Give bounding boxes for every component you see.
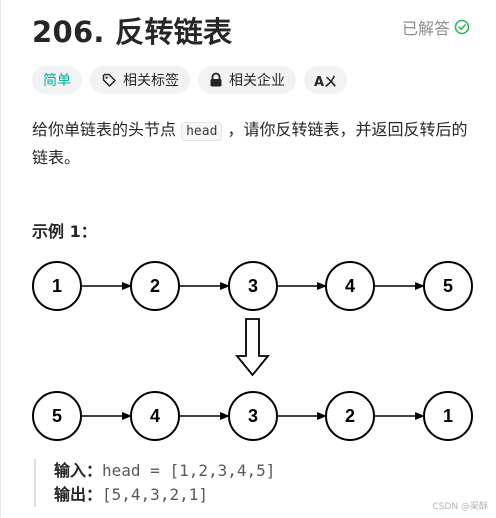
related-companies-label: 相关企业: [229, 73, 285, 89]
solved-status-label: 已解答: [401, 19, 450, 38]
translate-icon: Aㄨ: [314, 74, 338, 90]
output-node: [32, 391, 82, 441]
description-text-before: 给你单链表的头节点: [32, 120, 182, 139]
input-node: [423, 261, 473, 311]
input-node-label: 4: [345, 276, 355, 296]
example-title: 示例 1：: [32, 222, 97, 241]
example-input-line: 输入：head = [1,2,3,4,5]: [54, 459, 275, 483]
inline-code-head: head: [181, 122, 223, 141]
panel-left-border: [0, 0, 1, 518]
input-value: head = [1,2,3,4,5]: [102, 461, 276, 480]
output-node-label: 2: [345, 406, 355, 426]
input-node: [32, 261, 82, 311]
down-arrow-icon: [235, 318, 270, 377]
related-companies-tag[interactable]: 相关企业: [198, 66, 296, 94]
problem-description: 给你单链表的头节点 head ，请你反转链表，并返回反转后的链表。: [32, 117, 472, 171]
output-node-label: 5: [52, 406, 62, 426]
input-node-label: 2: [150, 276, 160, 296]
related-topics-label: 相关标签: [123, 73, 179, 89]
input-node-label: 3: [248, 276, 258, 296]
output-list: 5 4 3 2 1: [32, 391, 473, 441]
output-value: [5,4,3,2,1]: [102, 485, 208, 504]
tag-icon: [101, 72, 117, 88]
lock-icon: [209, 72, 223, 88]
output-node: [325, 391, 375, 441]
watermark: CSDN @渠酥: [432, 502, 488, 512]
translate-tag[interactable]: Aㄨ: [304, 66, 348, 94]
input-node-label: 1: [52, 276, 62, 296]
input-node-label: 5: [443, 276, 453, 296]
difficulty-label: 简单: [43, 73, 71, 89]
output-label: 输出：: [54, 485, 103, 504]
problem-title: 206. 反转链表: [32, 15, 233, 49]
input-label: 输入：: [54, 461, 103, 480]
tag-bar: 简单 相关标签 相关企业 Aㄨ: [32, 66, 348, 94]
input-list: 1 2 3 4 5: [32, 261, 473, 311]
solved-status: 已解答: [402, 15, 470, 39]
related-topics-tag[interactable]: 相关标签: [90, 66, 190, 94]
output-node-label: 1: [443, 406, 453, 426]
input-node: [228, 261, 278, 311]
difficulty-tag[interactable]: 简单: [32, 66, 82, 94]
check-circle-icon: [454, 19, 470, 35]
linked-list-diagram: 1 2 3 4 5 5 4 3 2 1: [32, 261, 473, 441]
output-node: [130, 391, 180, 441]
output-node-label: 4: [150, 406, 160, 426]
output-node: [228, 391, 278, 441]
output-node: [423, 391, 473, 441]
example-io-block: 输入：head = [1,2,3,4,5] 输出：[5,4,3,2,1]: [34, 459, 275, 507]
input-node: [325, 261, 375, 311]
example-output-line: 输出：[5,4,3,2,1]: [54, 483, 275, 507]
description-text-after: ，请你反转链表，并返回反转后的链表。: [32, 120, 468, 167]
output-node-label: 3: [248, 406, 258, 426]
input-node: [130, 261, 180, 311]
